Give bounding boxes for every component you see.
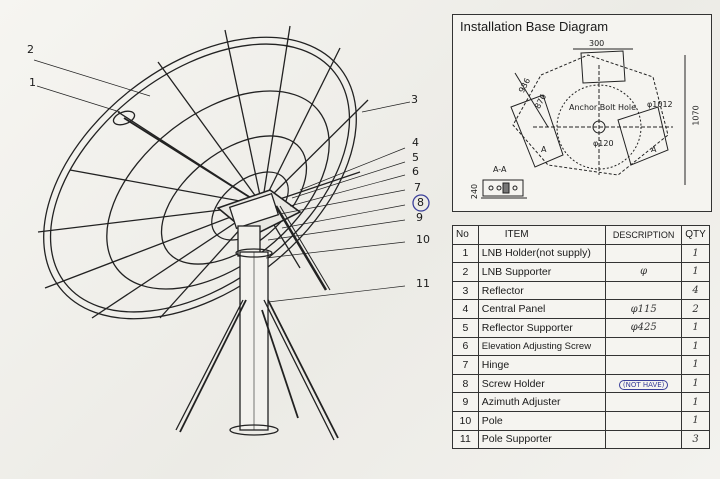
row-qty: 1 <box>681 410 710 431</box>
row-no: 8 <box>452 373 479 394</box>
row-no: 11 <box>452 429 479 450</box>
anchor-bolt-label: Anchor Bolt Hole <box>569 103 637 112</box>
row-no: 9 <box>452 392 479 412</box>
header-item: ITEM <box>477 225 607 245</box>
row-qty: 2 <box>681 299 710 319</box>
callout-7: 7 <box>414 181 421 194</box>
callout-8: 8 <box>417 196 424 209</box>
callout-5: 5 <box>412 151 419 164</box>
callout-10: 10 <box>416 233 430 246</box>
row-qty: 1 <box>681 373 710 394</box>
installation-base-diagram: Installation Base Diagram 300 936 <box>452 14 712 212</box>
row-no: 6 <box>452 336 479 357</box>
row-item: Hinge <box>477 355 607 375</box>
satellite-dish-drawing <box>33 25 430 441</box>
row-qty: 1 <box>681 243 710 264</box>
dim-240: 240 <box>470 183 480 200</box>
row-qty: 1 <box>681 392 710 412</box>
callout-4: 4 <box>412 136 419 149</box>
row-no: 10 <box>452 410 479 431</box>
row-no: 5 <box>452 317 479 338</box>
row-desc: φ425 <box>605 317 682 338</box>
callout-1: 1 <box>29 76 36 89</box>
row-item: Screw Holder <box>477 373 607 394</box>
section-a-a-label: A-A <box>493 165 507 174</box>
row-item: Reflector Supporter <box>477 317 607 338</box>
callout-2: 2 <box>27 43 34 56</box>
handwritten-note: (NOT HAVE) <box>618 379 669 390</box>
table-header-row: No ITEM DESCRIPTION QTY <box>452 225 710 245</box>
row-item: Elevation Adjusting Screw <box>477 336 607 357</box>
row-qty: 1 <box>681 355 710 375</box>
row-qty: 1 <box>681 262 710 282</box>
header-description: DESCRIPTION <box>605 225 682 245</box>
base-plan-drawing <box>481 48 686 199</box>
callout-3: 3 <box>411 93 418 106</box>
row-no: 7 <box>452 355 479 375</box>
row-item: LNB Supporter <box>477 262 607 282</box>
row-qty: 1 <box>681 317 710 338</box>
row-desc: φ <box>605 262 682 282</box>
row-item: Pole <box>477 410 607 431</box>
row-item: Azimuth Adjuster <box>477 392 607 412</box>
dim-1012: φ1012 <box>647 100 673 109</box>
callout-11: 11 <box>416 277 430 290</box>
row-desc <box>605 355 682 375</box>
row-desc <box>605 336 682 357</box>
row-desc <box>605 280 682 301</box>
base-diagram-title: Installation Base Diagram <box>460 19 609 34</box>
row-no: 4 <box>452 299 479 319</box>
dim-300: 300 <box>589 39 605 48</box>
callout-6: 6 <box>412 165 419 178</box>
section-mark-right: A <box>651 145 657 154</box>
row-desc <box>605 243 682 264</box>
row-qty: 3 <box>681 429 710 450</box>
row-qty: 1 <box>681 336 710 357</box>
callout-9: 9 <box>416 211 423 224</box>
row-no: 1 <box>452 243 479 264</box>
row-desc <box>605 392 682 412</box>
row-item: Central Panel <box>477 299 607 319</box>
header-no: No <box>452 225 479 245</box>
row-desc <box>605 410 682 431</box>
dim-1070: 1070 <box>691 105 701 126</box>
row-item: LNB Holder(not supply) <box>477 243 607 264</box>
row-qty: 4 <box>681 280 710 301</box>
dim-120: φ120 <box>593 139 614 148</box>
section-mark-left: A <box>541 145 547 154</box>
row-desc <box>605 429 682 450</box>
header-qty: QTY <box>681 225 710 245</box>
row-no: 3 <box>452 280 479 301</box>
row-item: Pole Supporter <box>477 429 607 450</box>
row-no: 2 <box>452 262 479 282</box>
row-desc: φ115 <box>605 299 682 319</box>
row-item: Reflector <box>477 280 607 301</box>
